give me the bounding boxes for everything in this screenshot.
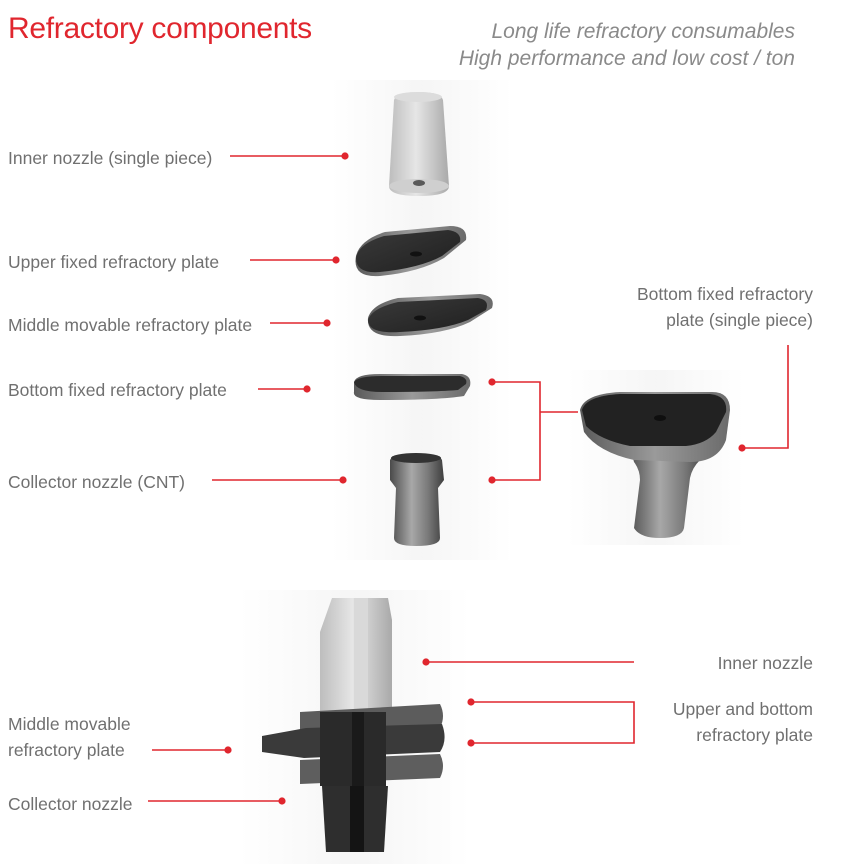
page-title: Refractory components xyxy=(8,12,312,45)
label-assembly-upper-bottom-2: refractory plate xyxy=(696,725,813,745)
label-assembly-middle-plate-1: Middle movable xyxy=(8,714,131,734)
bottom-plate-single-image xyxy=(580,392,730,538)
label-upper-fixed-plate: Upper fixed refractory plate xyxy=(8,252,220,272)
label-assembly-collector-nozzle: Collector nozzle xyxy=(8,794,133,814)
label-assembly-inner-nozzle: Inner nozzle xyxy=(717,653,813,673)
upper-plate-image xyxy=(355,226,467,277)
label-assembly-upper-bottom-1: Upper and bottom xyxy=(672,699,813,719)
label-inner-nozzle-single: Inner nozzle (single piece) xyxy=(8,148,213,168)
bottom-plate-image xyxy=(353,374,471,400)
middle-plate-image xyxy=(367,294,493,337)
assembly-cross-section-image xyxy=(262,598,445,852)
label-assembly-middle-plate-2: refractory plate xyxy=(8,740,125,760)
label-bottom-plate-single-1: Bottom fixed refractory xyxy=(636,284,813,304)
label-bottom-plate-single-2: plate (single piece) xyxy=(666,310,813,330)
tagline-line-2: High performance and low cost / ton xyxy=(458,47,795,70)
label-bottom-fixed-plate: Bottom fixed refractory plate xyxy=(8,380,227,400)
tagline-line-1: Long life refractory consumables xyxy=(491,20,796,43)
label-middle-movable-plate: Middle movable refractory plate xyxy=(8,315,253,335)
label-collector-nozzle-cnt: Collector nozzle (CNT) xyxy=(8,472,185,492)
inner-nozzle-image xyxy=(389,92,449,196)
collector-nozzle-image xyxy=(390,453,444,546)
